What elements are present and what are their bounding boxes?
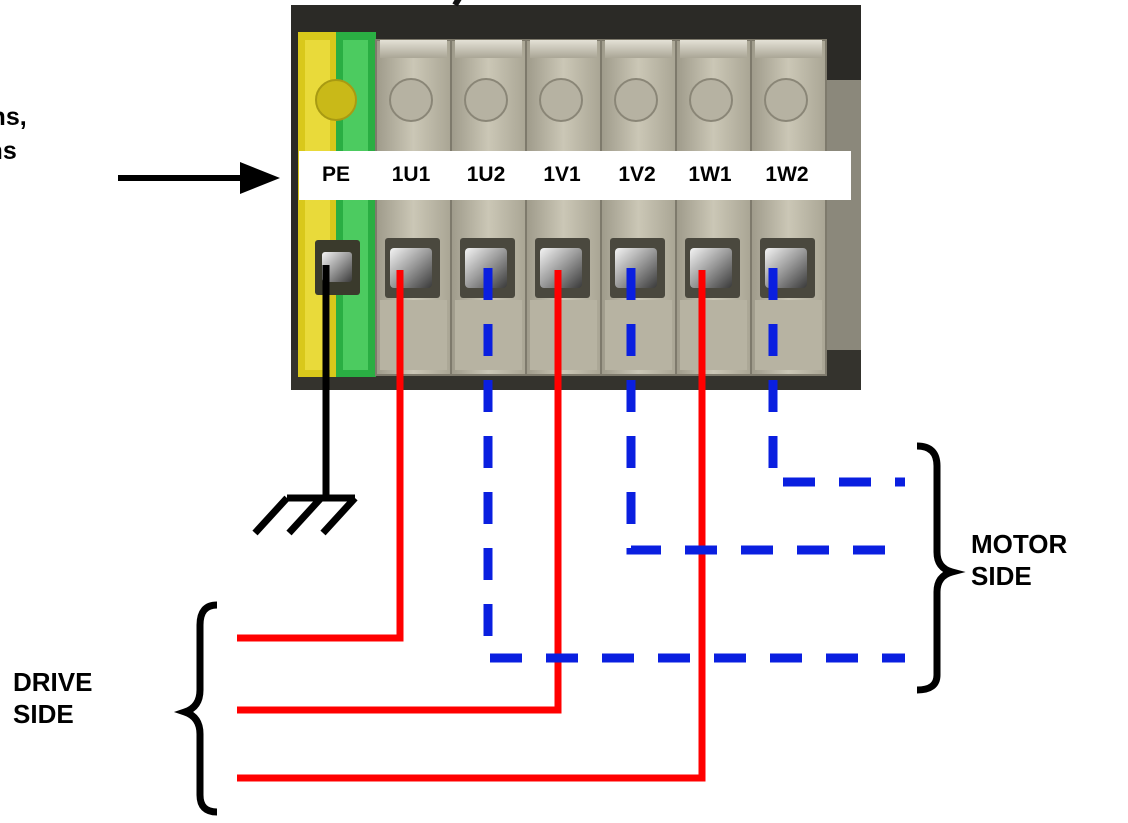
grey-terminals <box>375 39 827 376</box>
terminal-label-1u1: 1U1 <box>391 163 431 186</box>
motor-side-brace <box>916 442 966 694</box>
motor-side-line1: MOTOR <box>971 529 1068 559</box>
drive-wire-1u1 <box>237 270 404 642</box>
motor-wire-1u2 <box>483 268 905 663</box>
ground-symbol-icon <box>252 495 358 536</box>
motor-wires <box>483 268 905 663</box>
pe-terminal <box>298 32 376 377</box>
drive-side-line1: DRIVE <box>13 667 93 697</box>
pointer-arrow <box>118 162 280 194</box>
annotation-text: tions, tions rips <box>0 100 140 202</box>
terminal-label-1v2: 1V2 <box>618 163 656 186</box>
terminal-label-1w2: 1W2 <box>765 163 809 186</box>
annotation-line: rips <box>0 168 140 202</box>
drive-side-label: DRIVE SIDE <box>13 666 92 730</box>
terminal-label-strip: PE 1U1 1U2 1V1 1V2 1W1 1W2 <box>299 151 851 200</box>
drive-wire-1v1 <box>237 270 562 714</box>
terminal-label-1u2: 1U2 <box>466 163 506 186</box>
drive-side-brace <box>173 601 218 816</box>
motor-side-label: MOTOR SIDE <box>971 528 1067 592</box>
drive-wires <box>237 270 706 782</box>
terminal-label-1w1: 1W1 <box>688 163 732 186</box>
drive-side-line2: SIDE <box>13 699 74 729</box>
terminal-label-pe: PE <box>321 163 351 186</box>
terminal-label-1v1: 1V1 <box>543 163 581 186</box>
annotation-line: tions <box>0 137 17 165</box>
terminal-block <box>291 0 861 390</box>
motor-wire-1v2 <box>626 268 905 555</box>
drive-wire-1w1 <box>237 270 706 782</box>
motor-side-line2: SIDE <box>971 561 1032 591</box>
annotation-line: tions, <box>0 103 27 131</box>
motor-wire-1w2 <box>768 268 905 487</box>
